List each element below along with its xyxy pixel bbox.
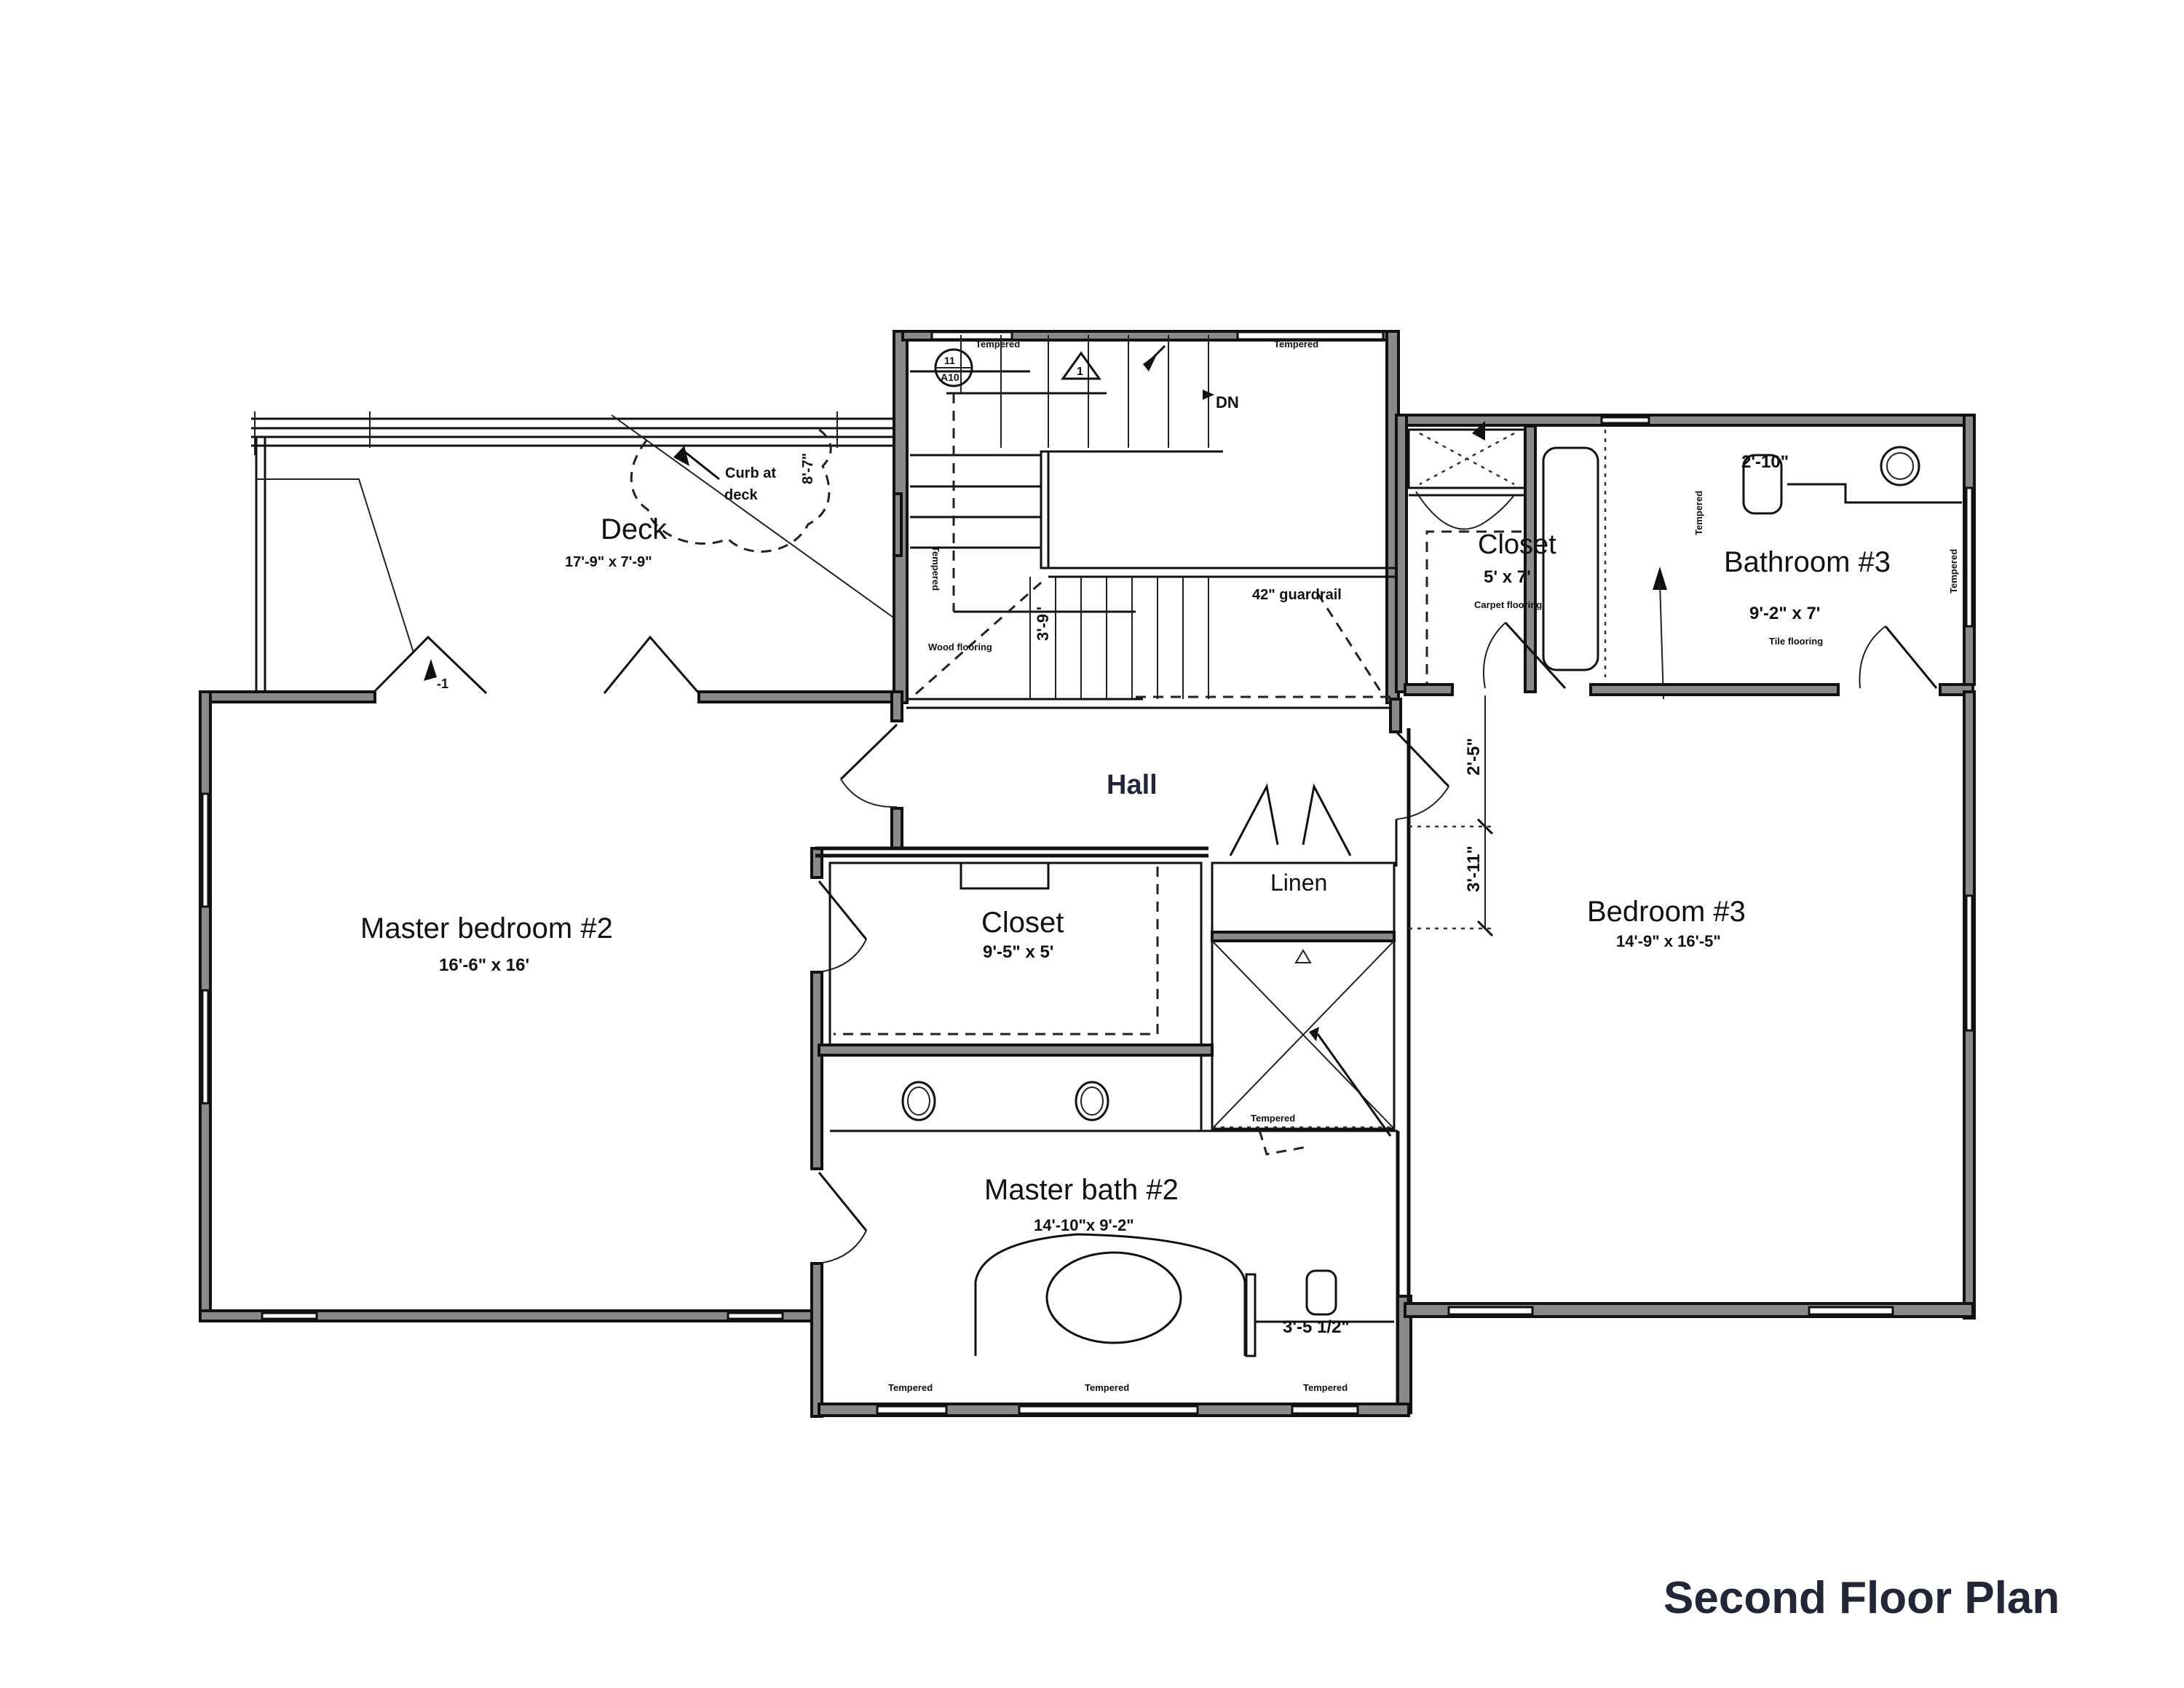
- master-closet-label: Closet: [981, 907, 1064, 939]
- bath-window-tempered-left: Tempered: [888, 1382, 933, 1393]
- bathroom-3-tempered-window: Tempered: [1948, 549, 1959, 593]
- deck-door-dim: -1: [437, 677, 448, 691]
- stair-down-label: DN: [1216, 393, 1239, 411]
- bedroom-3-label: Bedroom #3: [1587, 896, 1746, 928]
- closet-3-label: Closet: [1478, 529, 1556, 560]
- shower-tempered: Tempered: [1251, 1113, 1295, 1124]
- deck-curb-note-1: Curb at: [725, 465, 776, 481]
- page-title: Second Floor Plan: [1663, 1573, 2060, 1623]
- guardrail-note: 42" guardrail: [1252, 587, 1342, 603]
- hall-area: [815, 698, 1450, 867]
- bathroom-3-tempered-tub: Tempered: [1693, 491, 1704, 535]
- bathroom-3-size: 9'-2" x 7': [1749, 604, 1821, 623]
- closet-3-flooring: Carpet flooring: [1474, 599, 1542, 610]
- master-bedroom-size: 16'-6" x 16': [439, 955, 529, 975]
- master-bath-label: Master bath #2: [984, 1174, 1179, 1206]
- bedroom-3-area: [1404, 690, 1976, 1320]
- deck-area: [251, 411, 896, 695]
- hall-label: Hall: [1107, 770, 1158, 800]
- deck-height-dim: 8'-7": [800, 453, 816, 484]
- linen-area: [1211, 861, 1396, 942]
- stair-tempered-window-1: Tempered: [976, 339, 1020, 350]
- deck-curb-note-2: deck: [724, 487, 758, 503]
- deck-size: 17'-9" x 7'-9": [565, 554, 652, 570]
- closet-3-size: 5' x 7': [1484, 567, 1531, 587]
- master-bedroom-area: [199, 690, 903, 1418]
- bedroom-3-dim-upper: 2'-5": [1464, 738, 1484, 776]
- bathroom-3-toilet-dim: 2'-10": [1741, 452, 1789, 472]
- master-bedroom-label: Master bedroom #2: [360, 912, 613, 944]
- revision-tag: 1: [1077, 366, 1083, 378]
- bedroom-3-size: 14'-9" x 16'-5": [1616, 932, 1721, 950]
- stair-tempered-window-2: Tempered: [1274, 339, 1318, 350]
- stair-width-dim: 3'-9": [1034, 607, 1052, 641]
- deck-label: Deck: [601, 513, 668, 545]
- master-bath-size: 14'-10"x 9'-2": [1034, 1216, 1134, 1234]
- shower-area: [1211, 939, 1396, 1156]
- stair-tempered-side: Tempered: [930, 546, 941, 591]
- closet-bath3-area: [1395, 414, 1976, 700]
- bathroom-3-label: Bathroom #3: [1724, 546, 1891, 578]
- bathroom-3-flooring: Tile flooring: [1769, 636, 1823, 647]
- bedroom-3-dim-lower: 3'-11": [1464, 845, 1484, 892]
- master-bath-area: [818, 1044, 1412, 1417]
- section-tag-number: 11: [944, 355, 955, 366]
- section-tag-sheet: A10: [941, 371, 960, 383]
- bath-window-tempered-right: Tempered: [1303, 1382, 1348, 1393]
- stair-area: [893, 330, 1400, 709]
- linen-label: Linen: [1270, 869, 1327, 896]
- stair-flooring: Wood flooring: [928, 642, 992, 652]
- toilet-clearance-dim: 3'-5 1/2": [1283, 1317, 1350, 1337]
- bath-window-tempered-mid: Tempered: [1085, 1382, 1129, 1393]
- master-closet-size: 9'-5" x 5': [983, 942, 1054, 962]
